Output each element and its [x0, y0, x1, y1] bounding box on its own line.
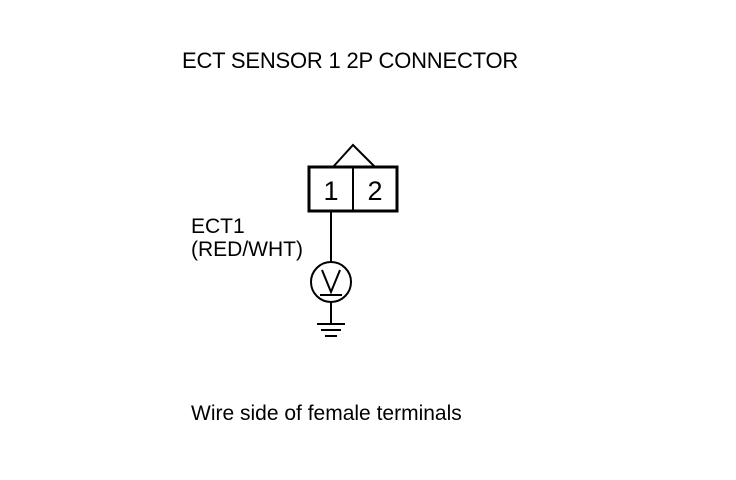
connector-view-note: Wire side of female terminals — [191, 402, 462, 425]
ground-icon — [317, 323, 345, 337]
pin-1-label: 1 — [323, 176, 338, 206]
diagram-title: ECT SENSOR 1 2P CONNECTOR — [182, 48, 519, 73]
wire-name: ECT1 — [191, 215, 245, 238]
voltmeter-v-symbol — [321, 269, 341, 295]
wire-color: (RED/WHT) — [191, 238, 303, 261]
pin-2-label: 2 — [367, 176, 382, 206]
wire-label: ECT1 (RED/WHT) — [191, 215, 303, 261]
connector-lock-tab — [332, 143, 376, 168]
